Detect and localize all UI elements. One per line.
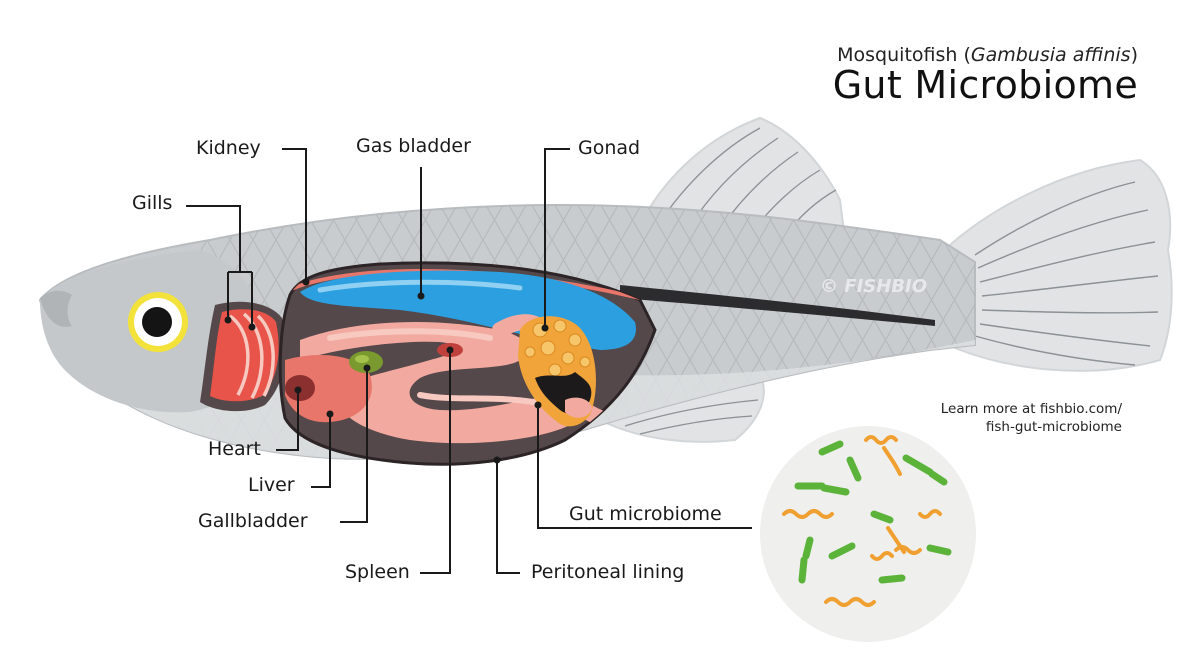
label-peritoneal-lining: Peritoneal lining (531, 561, 685, 583)
page-title: Gut Microbiome (832, 63, 1138, 107)
label-heart: Heart (208, 438, 261, 460)
leader-lines (186, 148, 752, 574)
learn-more-text: Learn more at fishbio.com/ fish-gut-micr… (941, 400, 1122, 436)
learn-more-line-2: fish-gut-microbiome (985, 419, 1122, 435)
title-block: Mosquitofish (Gambusia affinis) Gut Micr… (833, 44, 1138, 106)
label-gas-bladder: Gas bladder (356, 135, 471, 157)
label-gills: Gills (132, 192, 173, 214)
body-cavity (278, 261, 657, 466)
microbiome-inset (760, 426, 976, 642)
watermark: © FISHBIO (820, 276, 927, 297)
label-gut-microbiome: Gut microbiome (569, 503, 722, 525)
tail-fin (948, 158, 1173, 372)
liver (285, 355, 372, 423)
label-kidney: Kidney (196, 137, 261, 159)
label-gallbladder: Gallbladder (198, 510, 308, 532)
gills (200, 301, 286, 412)
rod-bacteria (794, 440, 952, 584)
leader-dots (224, 278, 549, 464)
label-liver: Liver (248, 474, 295, 496)
learn-more-line-1: Learn more at fishbio.com/ (940, 401, 1122, 417)
eye (128, 292, 188, 352)
label-spleen: Spleen (345, 561, 410, 583)
spiral-bacteria (782, 435, 942, 607)
gut (300, 321, 581, 444)
label-gonad: Gonad (578, 137, 641, 159)
scientific-name: Gambusia affinis (970, 44, 1131, 66)
subtitle: Mosquitofish (Gambusia affinis) (837, 44, 1138, 66)
